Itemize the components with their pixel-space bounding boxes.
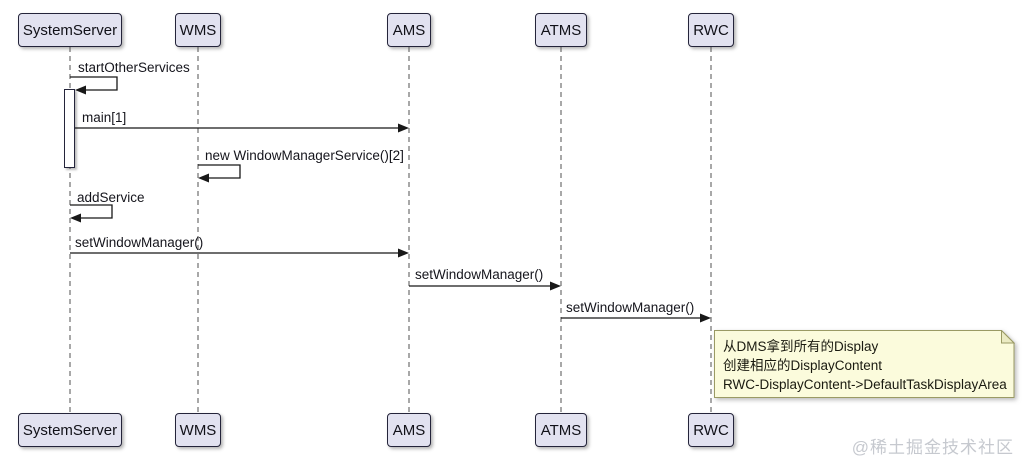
- participant-top-systemserver: SystemServer: [18, 13, 122, 47]
- lifeline-atms: [560, 47, 562, 413]
- watermark: @稀土掘金技术社区: [851, 438, 1014, 457]
- message-label-addservice: addService: [77, 190, 145, 205]
- message-label-setwindowmanager-3: setWindowManager(): [566, 300, 695, 315]
- participant-label: SystemServer: [22, 421, 118, 439]
- arrowhead: [70, 213, 81, 223]
- participant-bottom-wms: WMS: [175, 413, 221, 447]
- arrow-self-new-windowmanagerservice: [198, 164, 241, 179]
- lifeline-rwc: [710, 47, 712, 413]
- participant-top-wms: WMS: [175, 13, 221, 47]
- participant-label: SystemServer: [22, 21, 118, 39]
- participant-top-atms: ATMS: [535, 13, 587, 47]
- participant-label: RWC: [693, 421, 729, 439]
- message-label-main: main[1]: [82, 110, 127, 125]
- arrowhead: [198, 173, 209, 183]
- note: 从DMS拿到所有的Display 创建相应的DisplayContent RWC…: [714, 330, 1015, 398]
- participant-label: ATMS: [540, 21, 582, 39]
- note-shape: [714, 330, 1015, 398]
- message-label-setwindowmanager-1: setWindowManager(): [75, 235, 204, 250]
- participant-top-rwc: RWC: [688, 13, 734, 47]
- participant-label: ATMS: [540, 421, 582, 439]
- activation-bar-systemserver: [64, 89, 75, 168]
- message-label-new-windowmanagerservice: new WindowManagerService()[2]: [205, 148, 404, 163]
- participant-label: AMS: [392, 21, 426, 39]
- participant-label: RWC: [693, 21, 729, 39]
- note-line: 创建相应的DisplayContent: [723, 358, 883, 373]
- lifeline-wms: [197, 47, 199, 413]
- participant-bottom-systemserver: SystemServer: [18, 413, 122, 447]
- message-label-startotherservices: startOtherServices: [78, 60, 190, 75]
- participant-top-ams: AMS: [387, 13, 431, 47]
- lifeline-ams: [408, 47, 410, 413]
- participant-bottom-rwc: RWC: [688, 413, 734, 447]
- participant-label: WMS: [179, 421, 217, 439]
- note-line: 从DMS拿到所有的Display: [723, 339, 879, 354]
- lifeline-systemserver: [69, 47, 71, 413]
- participant-label: AMS: [392, 421, 426, 439]
- arrow-self-startotherservices: [70, 76, 118, 91]
- arrow-self-addservice: [70, 204, 113, 219]
- arrowhead: [75, 85, 86, 95]
- participant-label: WMS: [179, 21, 217, 39]
- note-text: 从DMS拿到所有的Display 创建相应的DisplayContent RWC…: [714, 330, 1015, 394]
- participant-bottom-atms: ATMS: [535, 413, 587, 447]
- message-label-setwindowmanager-2: setWindowManager(): [415, 267, 544, 282]
- participant-bottom-ams: AMS: [387, 413, 431, 447]
- note-line: RWC-DisplayContent->DefaultTaskDisplayAr…: [723, 377, 1007, 392]
